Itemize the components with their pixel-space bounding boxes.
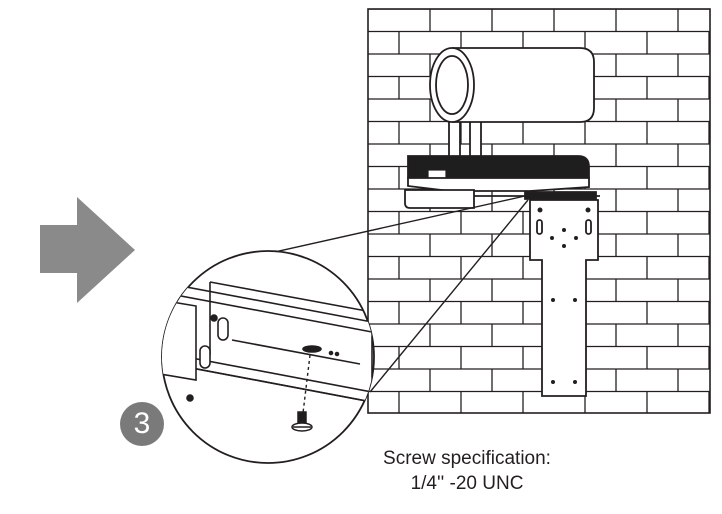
screw-icon bbox=[291, 411, 313, 432]
wall-bracket bbox=[529, 199, 599, 397]
camera-unit bbox=[404, 47, 600, 209]
caption-line-2: 1/4'' -20 UNC bbox=[410, 473, 524, 494]
right-arrow-icon bbox=[40, 197, 135, 303]
caption-line-1: Screw specification: bbox=[383, 448, 551, 469]
screw-specification-caption: Screw specification: 1/4'' -20 UNC bbox=[352, 446, 582, 496]
step-number-badge: 3 bbox=[120, 402, 164, 446]
magnified-detail bbox=[161, 250, 375, 464]
